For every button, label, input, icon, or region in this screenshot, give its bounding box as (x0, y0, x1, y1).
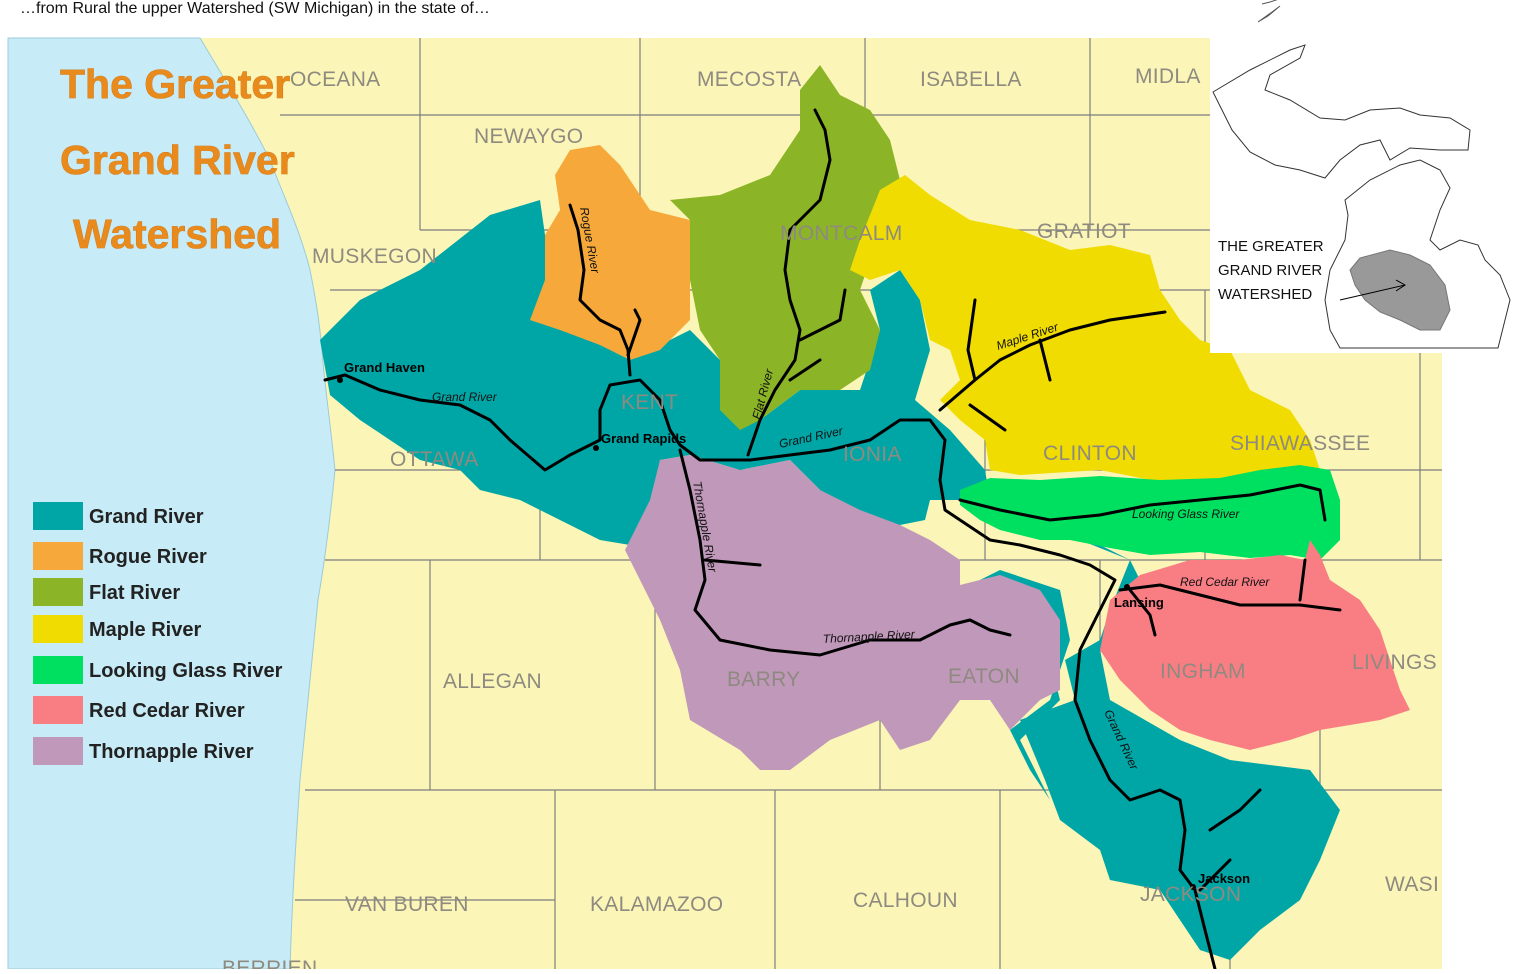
label-red-cedar-river: Red Cedar River (1180, 575, 1270, 589)
legend-label: Grand River (89, 506, 204, 528)
legend-label: Maple River (89, 619, 201, 641)
legend-label: Thornapple River (89, 741, 254, 763)
red-cedar-river-line (1118, 583, 1342, 612)
county-midland: MIDLA (1135, 65, 1201, 88)
county-ingham: INGHAM (1160, 660, 1246, 683)
region-grand-river (320, 200, 1340, 960)
city-labels: Grand Haven Grand Rapids Lansing Jackson (344, 360, 1250, 886)
legend-swatch (33, 502, 83, 530)
legend-swatch (33, 615, 83, 643)
city-grand-rapids: Grand Rapids (601, 431, 686, 446)
county-muskegon: MUSKEGON (312, 245, 437, 268)
title-line-3: Watershed (73, 211, 281, 257)
title-line-2: Grand River (60, 137, 295, 183)
watershed-inset-area (1349, 249, 1451, 331)
county-jackson: JACKSON (1140, 883, 1241, 906)
title-line-1: The Greater (60, 61, 290, 107)
legend-swatch (33, 578, 83, 606)
header-text: …from Rural the upper Watershed (SW Mich… (20, 0, 490, 17)
county-kent: KENT (621, 391, 678, 414)
county-allegan: ALLEGAN (443, 670, 542, 693)
county-ottawa: OTTAWA (390, 448, 479, 471)
county-isabella: ISABELLA (920, 68, 1022, 91)
region-flat-river (670, 65, 900, 430)
legend-label: Red Cedar River (89, 700, 245, 722)
inset-label-line-2: GRAND RIVER (1218, 262, 1322, 279)
county-montcalm: MONTCALM (780, 222, 903, 245)
michigan-inset: THE GREATER GRAND RIVER WATERSHED (1210, 0, 1513, 353)
county-kalamazoo: KALAMAZOO (590, 893, 723, 916)
inset-label-line-1: THE GREATER (1218, 238, 1324, 255)
region-red-cedar-river (1100, 540, 1410, 750)
region-rogue-river (530, 145, 690, 360)
city-jackson: Jackson (1198, 871, 1250, 886)
county-ionia: IONIA (843, 443, 902, 466)
legend-swatch (33, 542, 83, 570)
city-grand-haven: Grand Haven (344, 360, 425, 375)
legend-swatch (33, 737, 83, 765)
county-eaton: EATON (948, 665, 1020, 688)
city-lansing: Lansing (1114, 595, 1164, 610)
region-looking-glass-river (960, 465, 1340, 560)
label-thornapple-river-2: Thornapple River (822, 627, 916, 646)
river-lines (323, 108, 1342, 971)
county-livingston: LIVINGS (1352, 651, 1437, 674)
grand-river-line (323, 373, 1217, 971)
legend-swatch (33, 696, 83, 724)
legend-label: Flat River (89, 582, 180, 604)
county-clinton: CLINTON (1043, 442, 1137, 465)
flat-river-line (746, 108, 832, 457)
county-calhoun: CALHOUN (853, 889, 958, 912)
county-shiawassee: SHIAWASSEE (1230, 432, 1370, 455)
legend-label: Looking Glass River (89, 660, 283, 682)
legend-label: Rogue River (89, 546, 207, 568)
county-barry: BARRY (727, 668, 800, 691)
county-newaygo: NEWAYGO (474, 125, 583, 148)
region-thornapple-river (625, 455, 1060, 770)
lake-michigan (7, 37, 336, 970)
county-gratiot: GRATIOT (1037, 220, 1131, 243)
label-grand-river-1: Grand River (432, 390, 498, 404)
map-title: The Greater Grand River Watershed (60, 61, 295, 258)
county-oceana: OCEANA (290, 68, 381, 91)
looking-glass-river-line (958, 483, 1327, 522)
county-labels: OCEANA NEWAYGO MECOSTA ISABELLA MIDLA MU… (222, 65, 1439, 974)
city-dots (337, 377, 1196, 890)
county-washtenaw: WASI (1385, 873, 1439, 896)
county-van-buren: VAN BUREN (345, 893, 469, 916)
rogue-river-line (568, 203, 632, 377)
watershed-regions (320, 65, 1410, 960)
county-berrien: BERRIEN (222, 957, 317, 969)
inset-label-line-3: WATERSHED (1218, 286, 1312, 303)
legend-swatch (33, 656, 83, 684)
upper-peninsula-outline (1212, 44, 1471, 179)
label-looking-glass-river: Looking Glass River (1132, 507, 1240, 521)
county-mecosta: MECOSTA (697, 68, 801, 91)
thornapple-river-line (678, 448, 1012, 657)
